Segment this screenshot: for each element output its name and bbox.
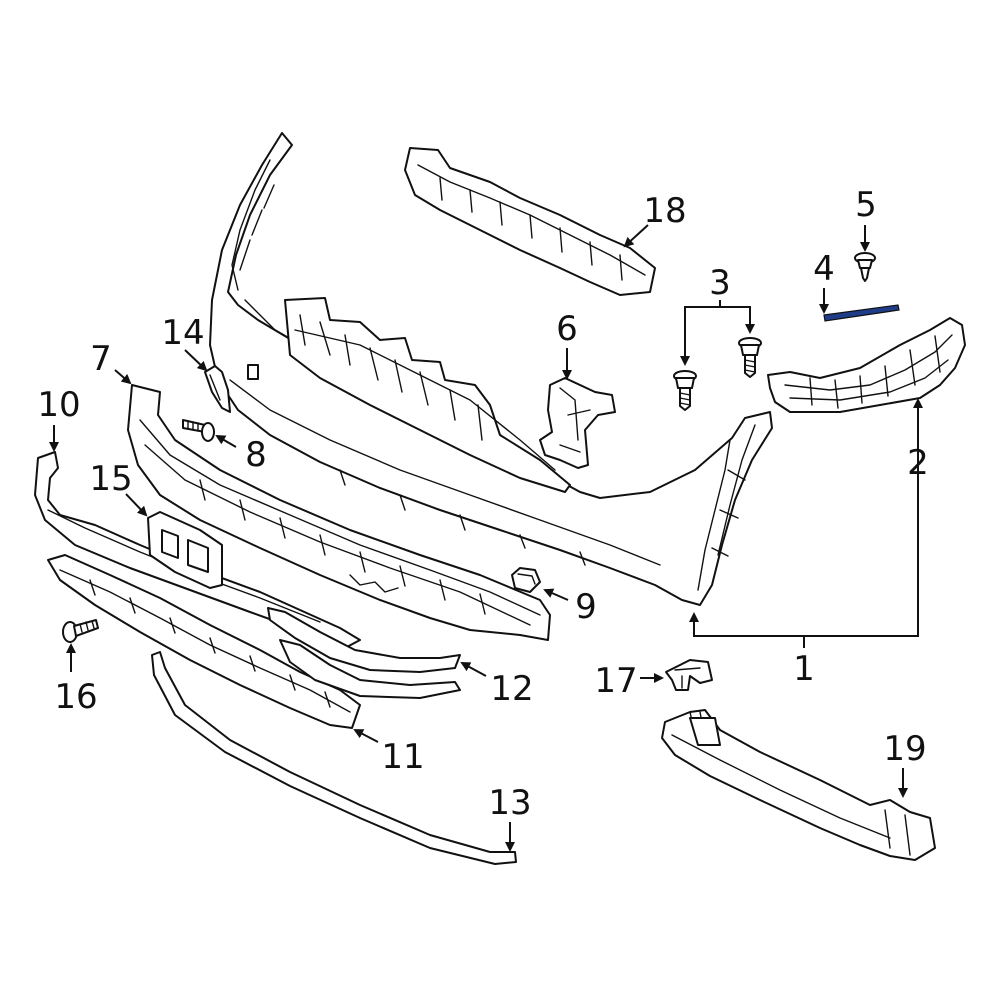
part-3-bolt-left[interactable] bbox=[673, 370, 697, 411]
callout-labels: 1 2 3 4 5 6 7 8 9 10 11 12 13 14 15 16 1… bbox=[37, 185, 928, 823]
leader-9 bbox=[543, 588, 569, 601]
part-13-lower-lip[interactable] bbox=[151, 651, 517, 865]
callout-1: 1 bbox=[793, 649, 815, 689]
part-12-trim-strip[interactable] bbox=[267, 607, 461, 699]
callout-11: 11 bbox=[381, 737, 424, 777]
part-18-energy-absorber[interactable] bbox=[404, 147, 656, 296]
leader-12 bbox=[460, 662, 487, 677]
part-19-impact-bar[interactable] bbox=[661, 709, 936, 861]
callout-2: 2 bbox=[907, 443, 929, 483]
leader-8 bbox=[215, 434, 237, 448]
leader-3-left bbox=[680, 306, 720, 366]
callout-16: 16 bbox=[54, 677, 97, 717]
part-7-lower-grille[interactable] bbox=[127, 384, 551, 641]
leader-15 bbox=[125, 493, 148, 517]
part-2-side-bracket[interactable] bbox=[767, 317, 966, 413]
callout-7: 7 bbox=[90, 339, 112, 379]
part-4-seal-strip[interactable] bbox=[823, 304, 900, 322]
callout-19: 19 bbox=[883, 729, 926, 769]
leader-lines bbox=[49, 224, 923, 852]
part-6-center-bracket[interactable] bbox=[539, 377, 616, 469]
callout-5: 5 bbox=[855, 185, 877, 225]
callout-12: 12 bbox=[490, 669, 533, 709]
callout-3: 3 bbox=[709, 263, 731, 303]
part-16-push-pin[interactable] bbox=[62, 619, 99, 643]
leader-18 bbox=[623, 224, 649, 248]
callout-14: 14 bbox=[161, 313, 204, 353]
leader-11 bbox=[353, 729, 379, 743]
part-8-screw[interactable] bbox=[182, 419, 215, 442]
callout-13: 13 bbox=[488, 783, 531, 823]
part-11-air-deflector[interactable] bbox=[47, 554, 361, 729]
leader-7 bbox=[114, 369, 132, 385]
callout-10: 10 bbox=[37, 385, 80, 425]
part-14-small-bracket[interactable] bbox=[204, 365, 231, 413]
leader-1-left bbox=[689, 612, 804, 637]
leader-1-right bbox=[804, 398, 923, 637]
part-9-clip-nut[interactable] bbox=[511, 567, 541, 593]
callout-4: 4 bbox=[813, 249, 835, 289]
part-5-push-clip[interactable] bbox=[854, 252, 876, 282]
part-17-clip-bracket[interactable] bbox=[665, 659, 713, 691]
callout-15: 15 bbox=[89, 459, 132, 499]
callout-18: 18 bbox=[643, 191, 686, 231]
callout-6: 6 bbox=[556, 309, 578, 349]
part-1-bumper-cover[interactable] bbox=[209, 132, 773, 606]
callout-17: 17 bbox=[594, 661, 637, 701]
callout-8: 8 bbox=[245, 435, 267, 475]
part-15-plate-bracket[interactable] bbox=[147, 511, 223, 589]
leader-3-right bbox=[720, 306, 755, 334]
leader-14 bbox=[184, 349, 208, 372]
part-3-bolt-right[interactable] bbox=[738, 337, 762, 378]
callout-9: 9 bbox=[575, 587, 597, 627]
